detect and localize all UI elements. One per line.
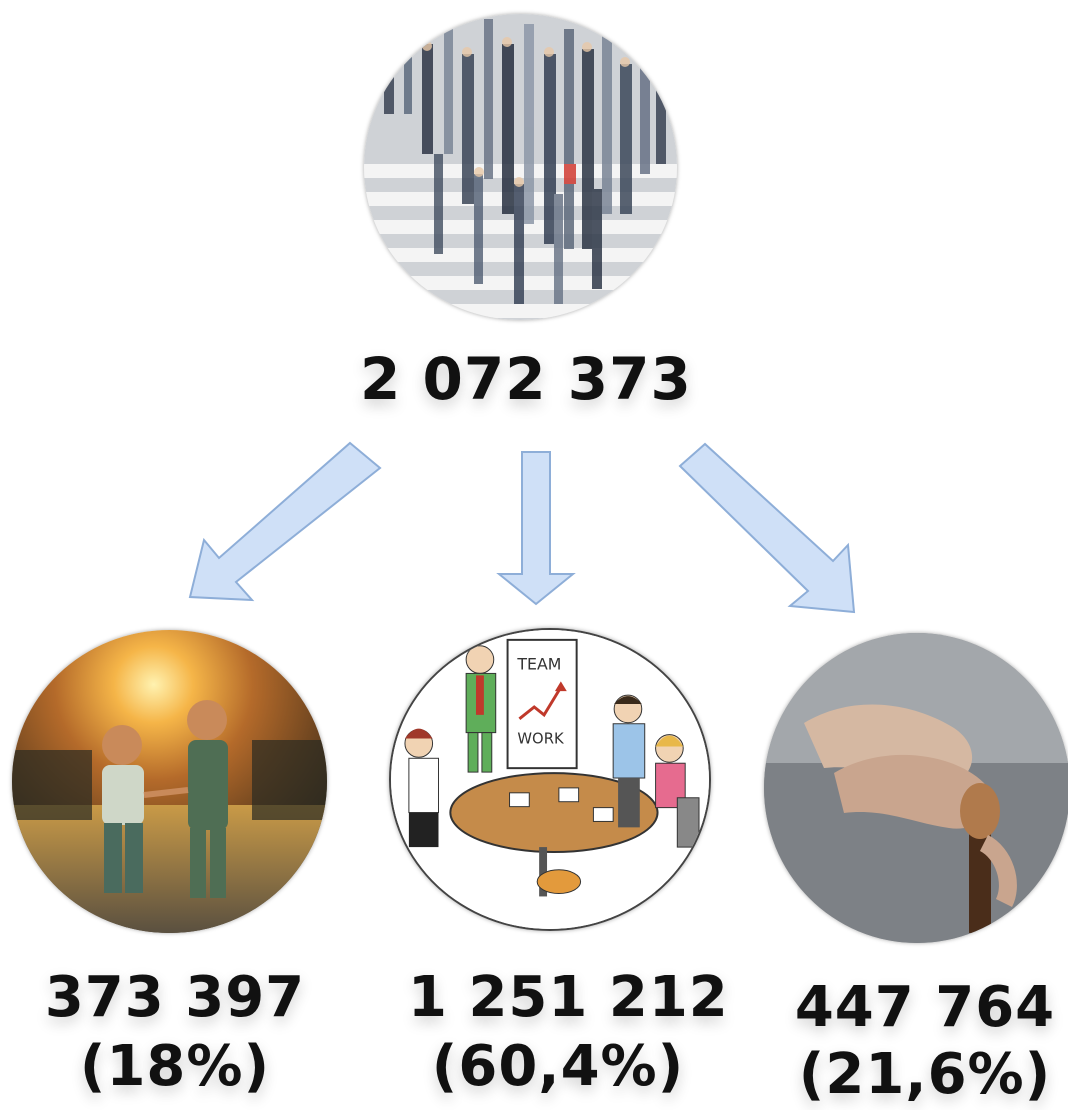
children-photo-icon [12,630,327,933]
children-count-value: 373 397 [44,965,306,1030]
elderly-hands-photo-icon [764,633,1068,943]
working-age-count-value: 1 251 212 [408,965,729,1030]
svg-text:TEAM: TEAM [516,654,561,673]
arrow-to-children [188,441,382,602]
crowd-illustration [364,14,677,320]
elderly-illustration [764,633,1068,943]
teamwork-illustration: TEAM WORK [391,630,709,929]
svg-text:WORK: WORK [517,730,565,747]
teamwork-meeting-icon: TEAM WORK [389,628,711,931]
arrow-to-working-age [496,451,576,606]
elderly-percent-value: (21,6%) [798,1042,1052,1107]
children-percent-value: (18%) [79,1034,271,1099]
arrow-to-elderly [678,442,856,614]
elderly-count-value: 447 764 [794,975,1056,1040]
total-population-value: 2 072 373 [360,345,692,413]
working-age-percent-value: (60,4%) [431,1034,685,1099]
crowd-photo-icon [364,14,677,320]
children-illustration [12,630,327,933]
